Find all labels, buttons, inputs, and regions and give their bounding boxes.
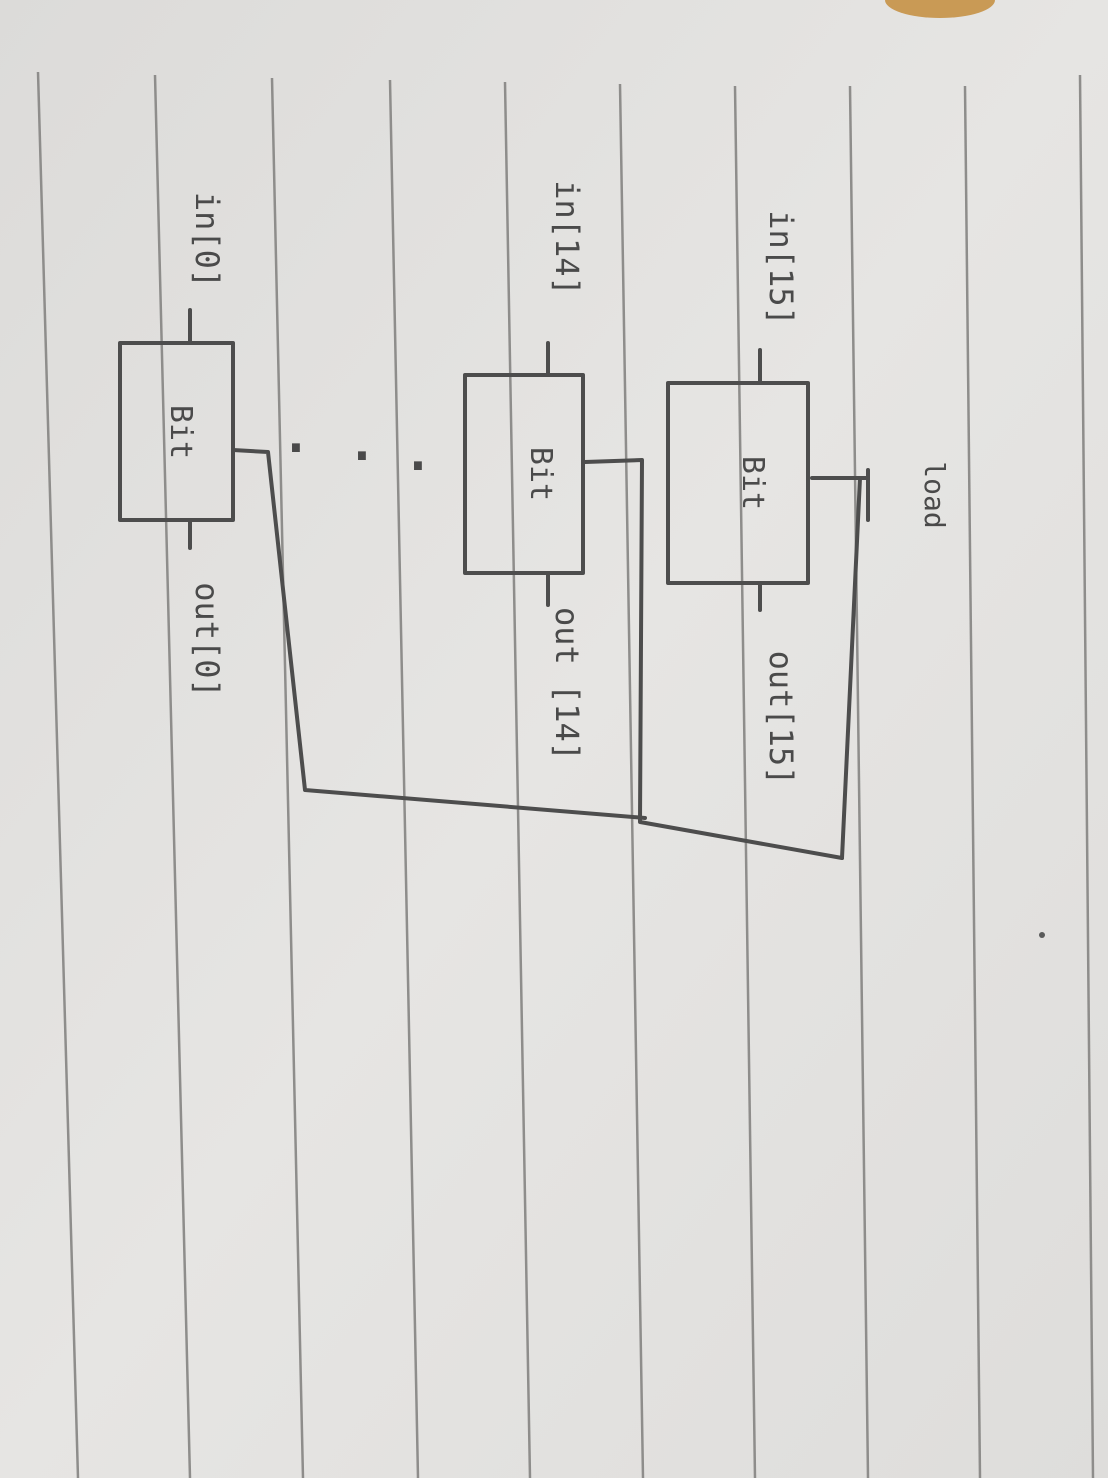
corner-object	[885, 0, 995, 18]
load-wire	[231, 448, 870, 860]
load-branch-bit0	[231, 448, 647, 820]
ellipsis-dot: .	[404, 426, 433, 482]
bit-box-15	[666, 381, 810, 585]
ruled-line	[618, 83, 645, 1478]
bit-block-15: Bit in[15] out[15]	[666, 210, 810, 786]
pencil-speck	[1039, 932, 1045, 938]
ruled-line	[270, 77, 305, 1478]
ruled-line	[733, 85, 757, 1478]
ruled-line	[848, 85, 870, 1478]
out15-label: out[15]	[762, 651, 800, 786]
ruled-line	[963, 85, 982, 1478]
bit-box-14	[463, 373, 585, 575]
ruled-line	[388, 79, 420, 1478]
out0-label: out[0]	[188, 582, 226, 698]
out14-label: out [14]	[548, 607, 586, 761]
ellipsis-dots: . . .	[282, 408, 433, 482]
bit-block-14: Bit in[14] out [14]	[463, 180, 586, 761]
load-label: load	[918, 461, 951, 528]
bit-block-0: Bit in[0] out[0]	[118, 192, 235, 698]
bit15-label: Bit	[735, 456, 770, 510]
load-branch-bit14	[583, 458, 844, 860]
in14-label: in[14]	[548, 180, 586, 296]
ruled-lines	[36, 71, 1095, 1478]
bit14-label: Bit	[523, 447, 558, 501]
load-vertical-line	[840, 476, 862, 860]
ruled-line	[153, 74, 192, 1478]
in0-label: in[0]	[188, 192, 226, 288]
ruled-line	[36, 71, 80, 1478]
ellipsis-dot: .	[348, 416, 377, 472]
ruled-line	[503, 81, 532, 1478]
bit-box-0	[118, 341, 235, 522]
in15-label: in[15]	[762, 210, 800, 326]
bit0-label: Bit	[163, 405, 198, 459]
ruled-line	[1078, 74, 1095, 1478]
ellipsis-dot: .	[282, 408, 311, 464]
